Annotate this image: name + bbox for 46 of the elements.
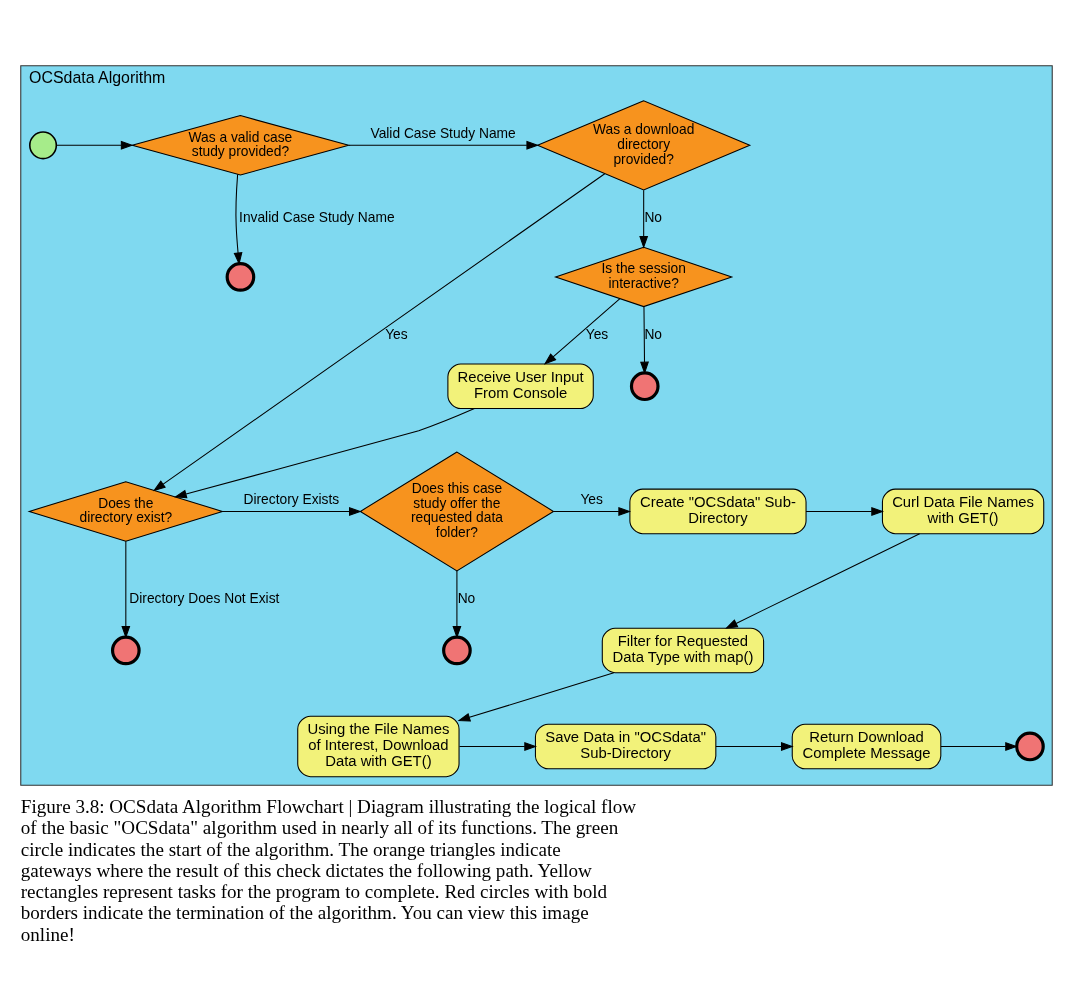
arrow bbox=[543, 298, 621, 365]
node-box: Return Download Complete Message bbox=[791, 723, 942, 770]
node-box: Receive User Input From Console bbox=[447, 363, 594, 409]
edge-label: Yes bbox=[580, 492, 603, 508]
arrow bbox=[639, 189, 649, 249]
node-diamond: Was a download directory provided? bbox=[536, 100, 752, 191]
arrow bbox=[457, 672, 615, 722]
arrow bbox=[459, 742, 538, 751]
node-circle bbox=[110, 635, 141, 666]
edge-label: No bbox=[644, 210, 663, 226]
edge-label: Directory Does Not Exist bbox=[129, 591, 280, 607]
edge-label: Valid Case Study Name bbox=[370, 126, 516, 142]
arrow bbox=[348, 140, 540, 150]
arrow bbox=[940, 742, 1018, 751]
arrow bbox=[233, 173, 243, 266]
node-circle bbox=[442, 635, 472, 666]
edge-label: No bbox=[644, 326, 663, 342]
arrow bbox=[805, 506, 885, 516]
edge-label: Directory Exists bbox=[243, 492, 340, 508]
edge-label: Yes bbox=[585, 326, 609, 342]
node-box: Create "OCSdata" Sub-Directory bbox=[629, 488, 807, 535]
caption: Figure 3.8: OCSdata Algorithm Flowchart | Diagram illustrating the logical flow of the basic "OCSdata" algorithm used in nearly all of its functions. The green circle indicates the start of the algorithm. The orange triangles indicate gateways where the result of this check dictates the following path. Yellow rectangles represent tasks for the program to complete. Red circles with bold borders indicate the termination of the algorithm. You can view this image online! bbox=[20, 796, 637, 945]
node-diamond: Does this case study offer the requested data folder? bbox=[359, 451, 555, 572]
node-diamond: Is the session interactive? bbox=[553, 246, 734, 308]
node-circle bbox=[29, 131, 58, 160]
node-circle bbox=[1015, 731, 1045, 762]
arrow bbox=[452, 570, 462, 639]
node-diamond: Was a valid case study provided? bbox=[130, 115, 351, 176]
arrow bbox=[640, 306, 649, 375]
arrow bbox=[174, 408, 475, 499]
arrow bbox=[553, 506, 632, 516]
arrow bbox=[56, 140, 134, 150]
arrow bbox=[725, 533, 921, 629]
node-circle bbox=[225, 262, 256, 292]
node-box: Save Data in "OCSdata" Sub-Directory bbox=[534, 723, 717, 770]
node-box: Curl Data File Names with GET() bbox=[881, 488, 1045, 535]
arrow bbox=[121, 540, 131, 639]
arrow bbox=[152, 173, 606, 492]
edge-label: No bbox=[457, 591, 476, 607]
node-box: Using the File Names of Interest, Download Data with GET() bbox=[297, 715, 460, 778]
edge-label: Yes bbox=[385, 326, 408, 342]
arrow bbox=[221, 506, 362, 516]
node-circle bbox=[629, 371, 660, 402]
edge-label: Invalid Case Study Name bbox=[239, 210, 395, 226]
node-box: Filter for Requested Data Type with map() bbox=[601, 627, 765, 674]
arrow bbox=[715, 742, 794, 751]
